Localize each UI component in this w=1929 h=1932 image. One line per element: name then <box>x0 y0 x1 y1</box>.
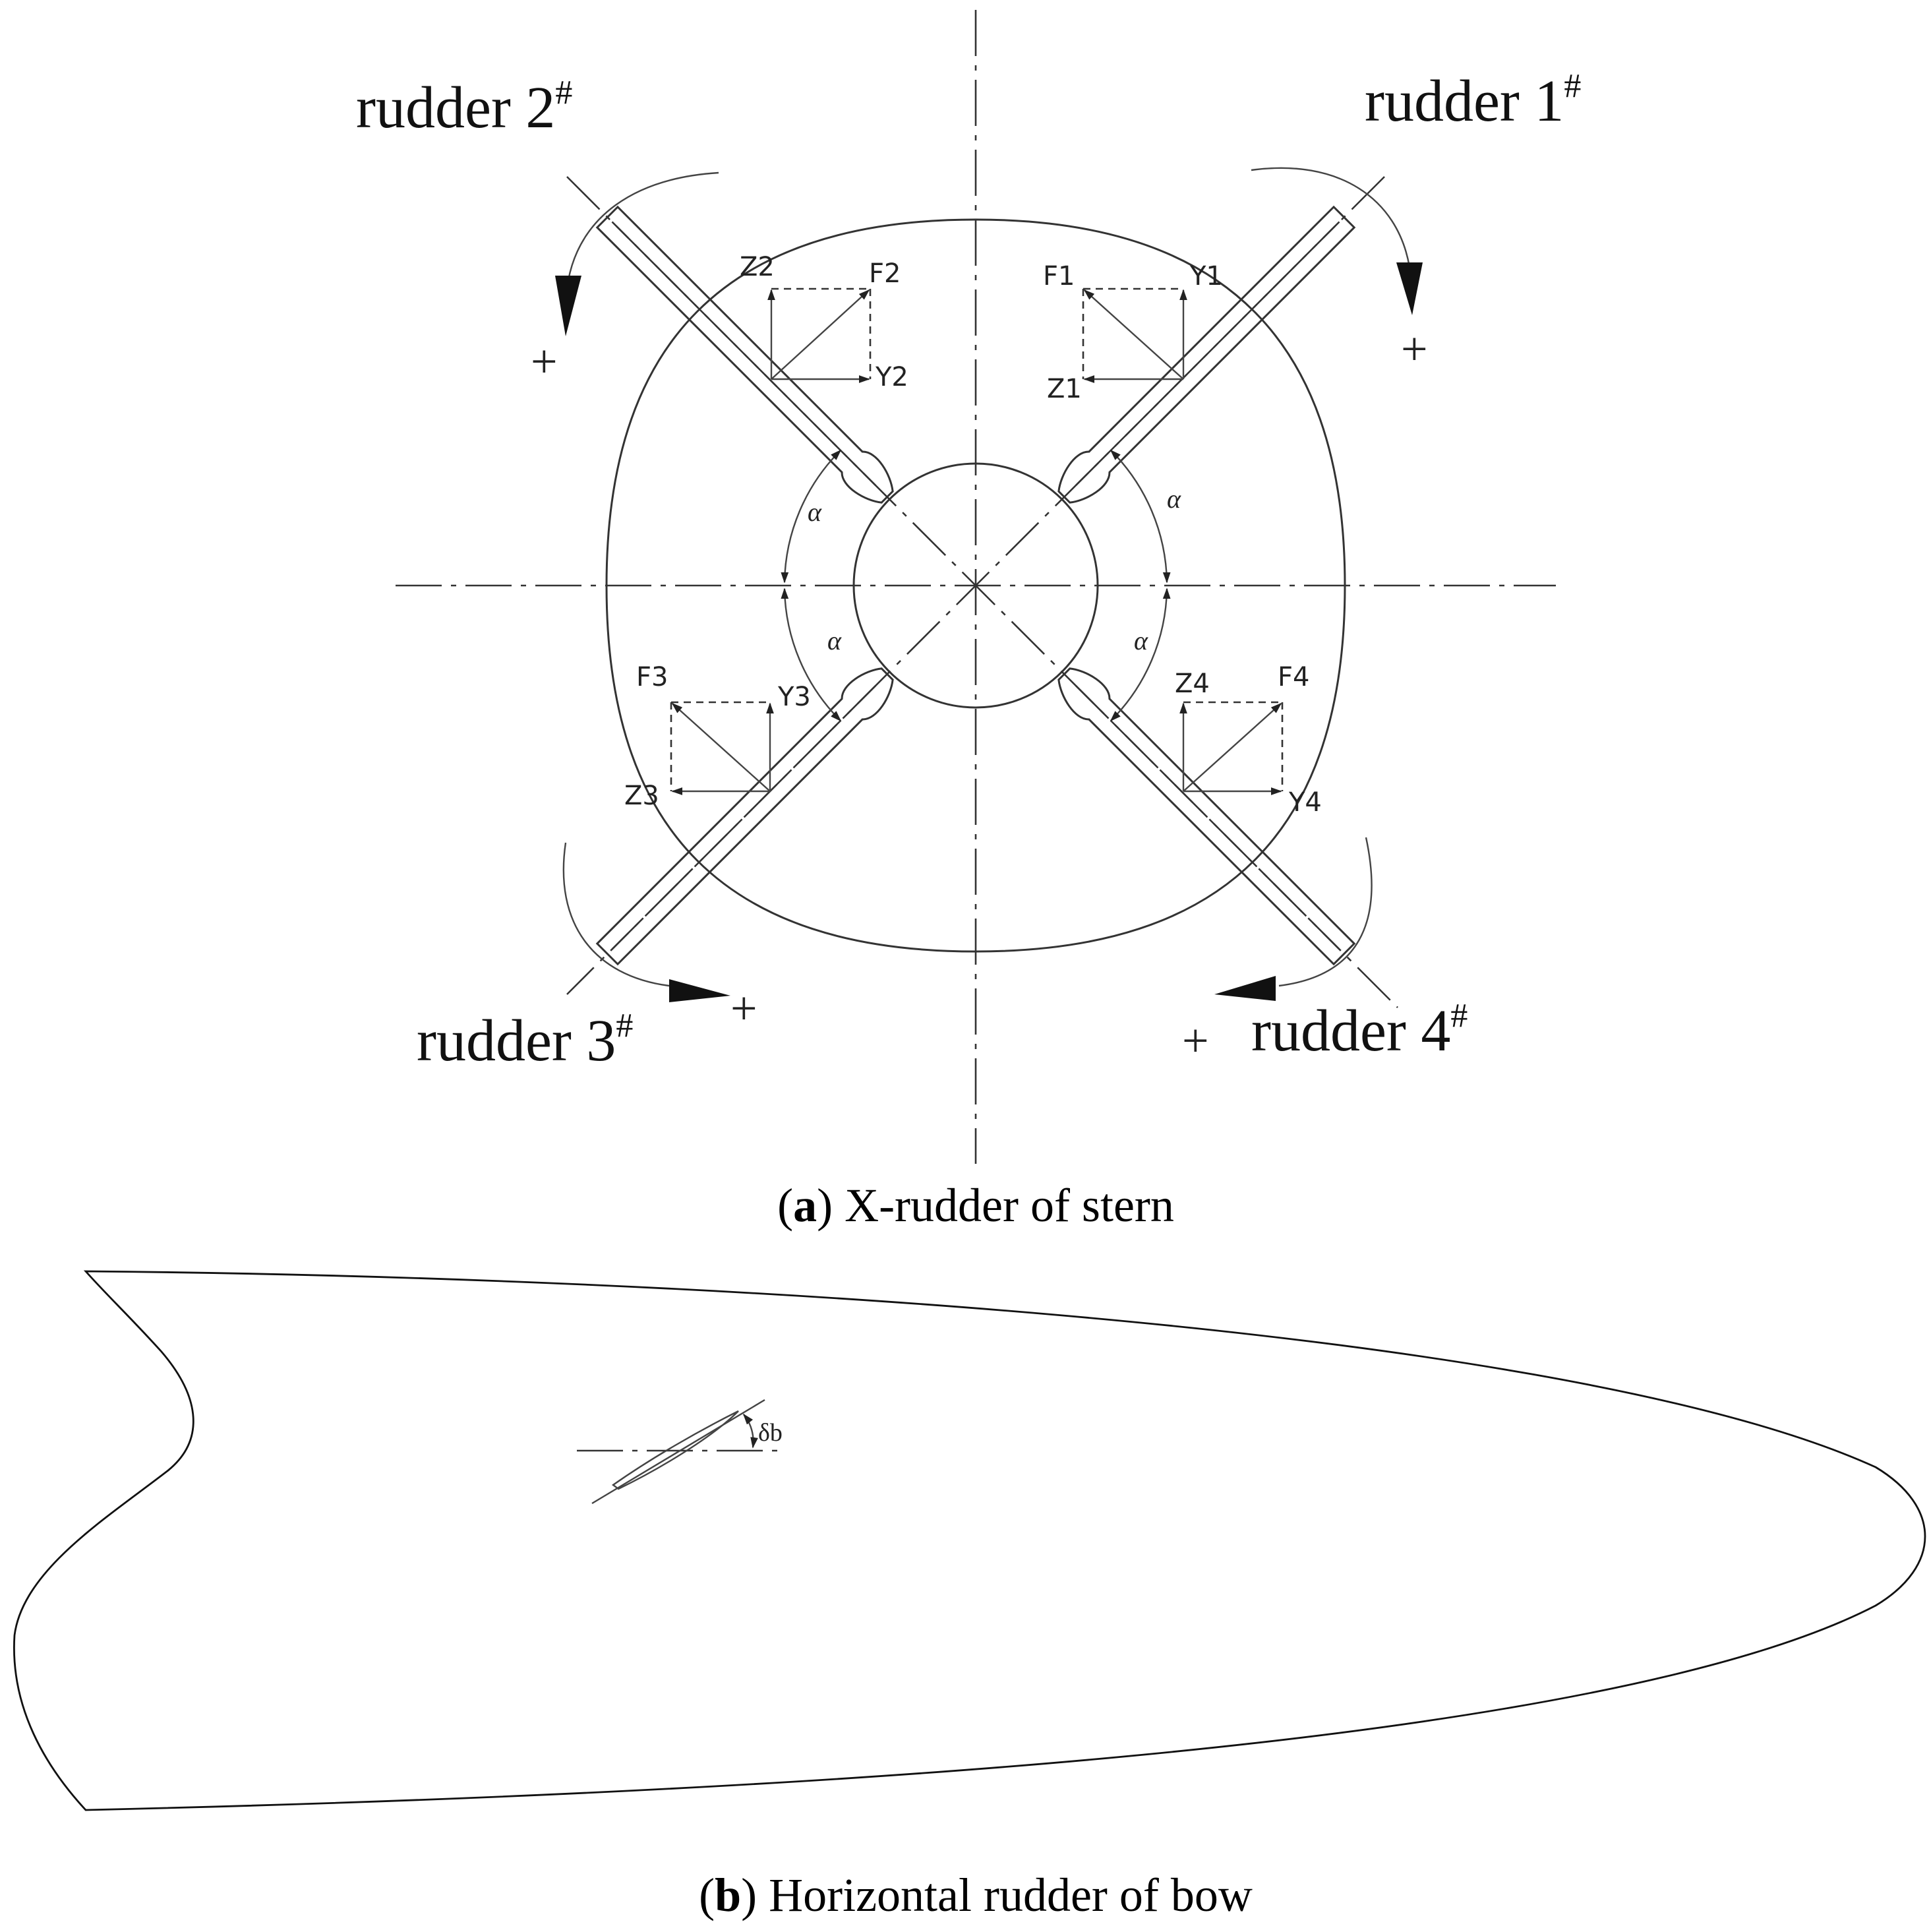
bow-rudder-foil <box>611 1410 739 1490</box>
force-label-y3: Y3 <box>777 682 811 712</box>
force-diagram-2 <box>767 287 872 383</box>
plus-sign-4: + <box>1182 1014 1209 1067</box>
alpha-label-2: α <box>808 497 822 527</box>
rudder-1-blade <box>1057 205 1356 504</box>
rudder-2-blade <box>595 205 894 504</box>
caption-a: (a) X-rudder of stern <box>777 1179 1174 1232</box>
plus-sign-1: + <box>1401 322 1428 375</box>
force-label-f4: F4 <box>1278 662 1309 692</box>
force-label-y4: Y4 <box>1288 787 1322 818</box>
bow-hull-outline <box>13 1270 1926 1811</box>
alpha-label-4: α <box>1134 626 1148 655</box>
rudder-3-blade <box>595 667 894 966</box>
caption-b: (b) Horizontal rudder of bow <box>699 1869 1253 1921</box>
rudder-1-label: rudder 1# <box>1365 67 1581 134</box>
rotation-arrow-3 <box>562 842 730 1002</box>
force-label-z4: Z4 <box>1175 669 1210 699</box>
force-label-f2: F2 <box>869 258 901 289</box>
delta-b-arc <box>742 1413 758 1449</box>
force-label-z1: Z1 <box>1047 374 1082 404</box>
force-label-z2: Z2 <box>740 252 775 282</box>
rudder-4-blade <box>1057 667 1356 966</box>
force-label-y1: Y1 <box>1189 261 1223 291</box>
panel-b-diagram: δb <box>13 1270 1926 1811</box>
force-label-y2: Y2 <box>875 362 908 392</box>
diagonal-axis-2-4 <box>566 176 1398 1008</box>
panel-a-diagram: α α α α F1 Y1 Z1 Z2 F2 Y2 <box>356 10 1581 1164</box>
bow-rudder-axis <box>591 1399 765 1505</box>
rudder-2-label: rudder 2# <box>356 74 572 140</box>
diagonal-axis-1-3 <box>566 176 1385 995</box>
rudder-4-label: rudder 4# <box>1251 997 1468 1064</box>
rotation-arrow-4 <box>1214 837 1373 1001</box>
rudder-3-label: rudder 3# <box>417 1007 633 1073</box>
alpha-label-3: α <box>827 626 842 655</box>
force-label-f1: F1 <box>1043 261 1075 291</box>
force-label-f3: F3 <box>636 662 668 692</box>
plus-sign-3: + <box>730 982 757 1035</box>
force-diagram-4 <box>1179 701 1284 795</box>
angle-arcs <box>781 449 1171 722</box>
rotation-arrow-1 <box>1251 167 1423 315</box>
force-diagram-3 <box>670 701 774 795</box>
alpha-label-1: α <box>1167 484 1181 514</box>
force-label-z3: Z3 <box>624 781 659 811</box>
rotation-arrow-2 <box>555 171 719 336</box>
plus-sign-2: + <box>531 335 558 388</box>
inner-hub-circle <box>852 462 1099 709</box>
outer-hull-circle <box>605 218 1346 953</box>
delta-b-label: δb <box>758 1419 783 1447</box>
force-diagram-1 <box>1082 287 1187 383</box>
